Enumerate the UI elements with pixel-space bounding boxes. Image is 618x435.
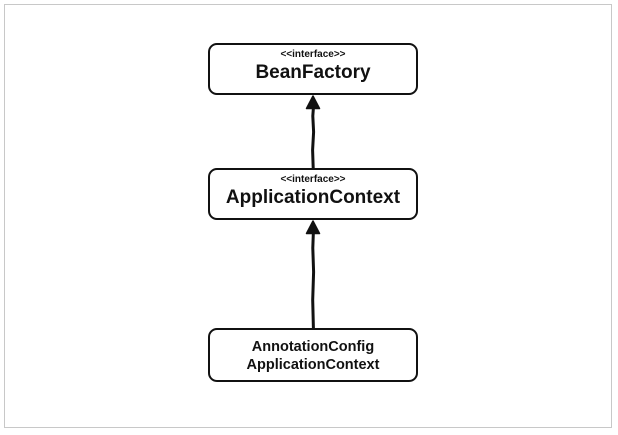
node-name-line-1: AnnotationConfig (251, 339, 375, 355)
node-applicationcontext[interactable]: <<interface>> ApplicationContext (208, 168, 418, 220)
node-annotationconfigapplicationcontext[interactable]: AnnotationConfig ApplicationContext (208, 328, 418, 382)
node-beanfactory[interactable]: <<interface>> BeanFactory (208, 43, 418, 95)
node-name-line-2: ApplicationContext (246, 357, 380, 373)
node-name: BeanFactory (255, 62, 371, 83)
node-name: ApplicationContext (225, 187, 401, 208)
stereotype-label: <<interface>> (280, 174, 346, 185)
stereotype-label: <<interface>> (280, 49, 346, 60)
